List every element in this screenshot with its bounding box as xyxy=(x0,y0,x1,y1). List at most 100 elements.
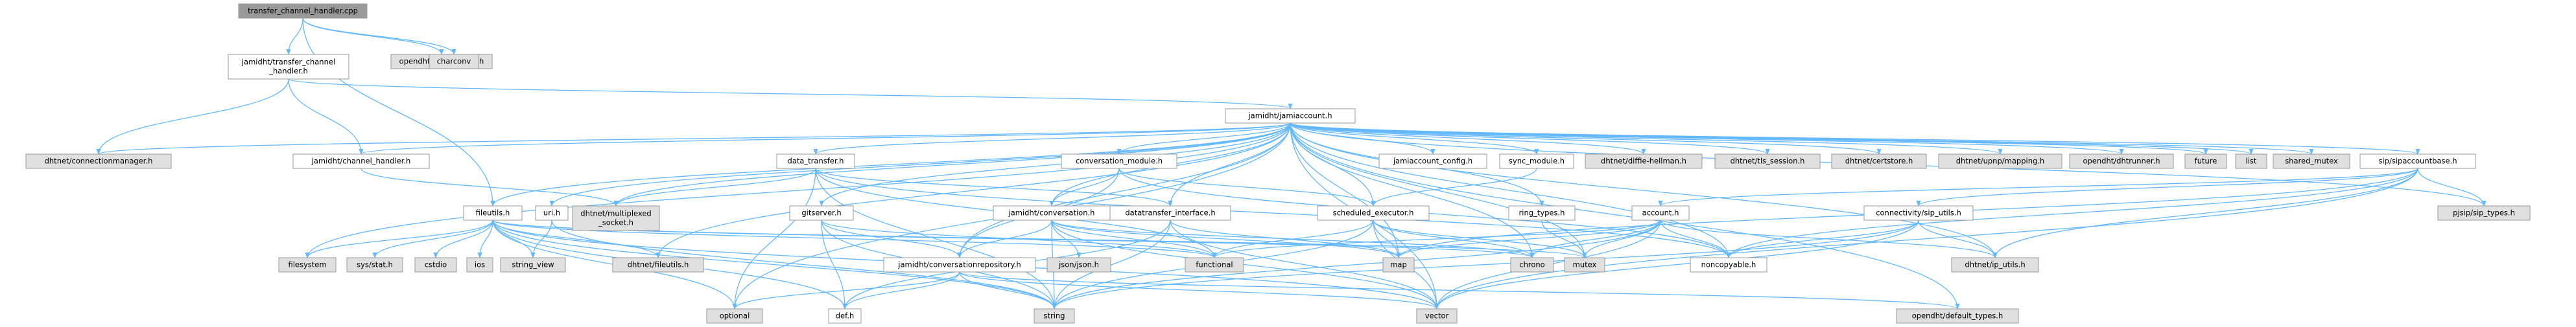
node-dhtnet_fileutils[interactable]: dhtnet/fileutils.h xyxy=(612,257,704,273)
node-label-data_transfer: data_transfer.h xyxy=(788,157,844,166)
node-jamiaccount_config[interactable]: jamiaccount_config.h xyxy=(1378,153,1487,169)
node-def[interactable]: def.h xyxy=(828,308,862,324)
edge-jamiaccount-to-filesystem xyxy=(305,122,1291,258)
node-box-certstore xyxy=(1831,153,1927,169)
node-box-string_view xyxy=(500,257,566,273)
node-label-sipaccountbase: sip/sipaccountbase.h xyxy=(2378,157,2457,166)
node-shared_mutex[interactable]: shared_mutex xyxy=(2273,153,2350,169)
node-tch_h[interactable]: jamidht/transfer_channel_handler.h xyxy=(228,54,349,80)
node-box-connmgr xyxy=(25,153,172,169)
node-box-future xyxy=(2184,153,2227,169)
node-map[interactable]: map xyxy=(1382,257,1415,273)
node-box-jamiaccount xyxy=(1225,108,1356,124)
node-diffie[interactable]: dhtnet/diffie-hellman.h xyxy=(1585,153,1703,169)
node-pjsip_types[interactable]: pjsip/sip_types.h xyxy=(2437,205,2531,221)
edge-jamiaccount-to-chrono xyxy=(1290,122,1535,258)
node-charconv[interactable]: charconv xyxy=(429,54,479,69)
edge-jamiaccount-to-multiplexed xyxy=(613,122,1291,207)
node-gitserver[interactable]: gitserver.h xyxy=(789,205,854,221)
node-label-connectivity: connectivity/sip_utils.h xyxy=(1876,209,1961,218)
node-mutex[interactable]: mutex xyxy=(1564,257,1605,273)
edge-jamiaccount-to-dt_interface xyxy=(1168,122,1291,207)
node-sys_stat[interactable]: sys/stat.h xyxy=(346,257,403,273)
node-upnp[interactable]: dhtnet/upnp/mapping.h xyxy=(1938,153,2062,169)
node-box-sys_stat xyxy=(346,257,403,273)
node-label-fileutils: fileutils.h xyxy=(476,209,510,218)
edge-sipaccountbase-to-noncopyable xyxy=(1726,168,2418,258)
node-label-multiplexed: _socket.h xyxy=(598,218,633,227)
node-conv_module[interactable]: conversation_module.h xyxy=(1061,153,1177,169)
edge-conv_repo-to-optional xyxy=(732,271,960,310)
node-cstdio[interactable]: cstdio xyxy=(414,257,457,273)
node-string_view[interactable]: string_view xyxy=(500,257,566,273)
node-json[interactable]: json/json.h xyxy=(1046,257,1111,273)
node-label-sync_module: sync_module.h xyxy=(1509,157,1565,166)
node-uri[interactable]: uri.h xyxy=(535,205,569,221)
edge-tch_h-to-jamiaccount xyxy=(288,78,1293,109)
node-jamiaccount[interactable]: jamidht/jamiaccount.h xyxy=(1225,108,1356,124)
node-box-diffie xyxy=(1585,153,1703,169)
node-channel_handler[interactable]: jamidht/channel_handler.h xyxy=(292,153,430,169)
edge-root-to-fileutils xyxy=(302,17,495,207)
node-data_transfer[interactable]: data_transfer.h xyxy=(776,153,855,169)
node-future[interactable]: future xyxy=(2184,153,2227,169)
edge-jamiaccount-to-sipaccountbase xyxy=(1290,122,2420,155)
edge-data_transfer-to-multiplexed xyxy=(613,168,816,207)
node-ring_types[interactable]: ring_types.h xyxy=(1508,205,1576,221)
node-filesystem[interactable]: filesystem xyxy=(278,257,337,273)
node-vector[interactable]: vector xyxy=(1416,308,1458,324)
node-default_types[interactable]: opendht/default_types.h xyxy=(1896,308,2019,324)
node-connectivity[interactable]: connectivity/sip_utils.h xyxy=(1863,205,1974,221)
node-conv_repo[interactable]: jamidht/conversationrepository.h xyxy=(883,257,1036,273)
node-label-optional: optional xyxy=(720,311,750,321)
edge-root-to-tch_h xyxy=(286,17,303,55)
node-label-list: list xyxy=(2246,157,2257,166)
node-label-account: account.h xyxy=(1642,209,1679,218)
node-box-conv_module xyxy=(1061,153,1177,169)
edge-jamiaccount-to-connmgr xyxy=(96,122,1291,155)
node-certstore[interactable]: dhtnet/certstore.h xyxy=(1831,153,1927,169)
edge-jamiaccount-to-fileutils xyxy=(490,122,1291,207)
node-label-shared_mutex: shared_mutex xyxy=(2285,157,2338,166)
node-box-upnp xyxy=(1938,153,2062,169)
node-conversation[interactable]: jamidht/conversation.h xyxy=(993,205,1111,221)
node-label-jamiaccount_config: jamiaccount_config.h xyxy=(1393,157,1472,166)
node-connmgr[interactable]: dhtnet/connectionmanager.h xyxy=(25,153,172,169)
node-ios[interactable]: ios xyxy=(466,257,493,273)
node-box-charconv xyxy=(429,54,479,69)
node-noncopyable[interactable]: noncopyable.h xyxy=(1690,257,1767,273)
edge-conversation-to-map xyxy=(1051,220,1401,258)
node-dt_interface[interactable]: datatransfer_interface.h xyxy=(1109,205,1231,221)
edge-jamiaccount-to-mutex xyxy=(1290,122,1587,258)
edge-jamiaccount-to-noncopyable xyxy=(1290,122,1731,258)
node-scheduled_executor[interactable]: scheduled_executor.h xyxy=(1317,205,1430,221)
edge-data_transfer-to-dt_interface xyxy=(815,168,1173,207)
node-dhtrunner[interactable]: opendht/dhtrunner.h xyxy=(2069,153,2174,169)
edge-jamiaccount-to-tls_session xyxy=(1290,122,1770,155)
node-box-map xyxy=(1382,257,1415,273)
node-root[interactable]: transfer_channel_handler.cpp xyxy=(238,3,368,19)
node-functional[interactable]: functional xyxy=(1185,257,1244,273)
edge-conversation-to-vector xyxy=(1051,220,1439,310)
node-ip_utils[interactable]: dhtnet/ip_utils.h xyxy=(1951,257,2039,273)
node-sipaccountbase[interactable]: sip/sipaccountbase.h xyxy=(2359,153,2476,169)
node-box-tls_session xyxy=(1714,153,1821,169)
node-label-conversation: jamidht/conversation.h xyxy=(1008,209,1095,218)
node-fileutils[interactable]: fileutils.h xyxy=(463,205,523,221)
node-sync_module[interactable]: sync_module.h xyxy=(1499,153,1574,169)
node-multiplexed[interactable]: dhtnet/multiplexed_socket.h xyxy=(572,205,660,231)
node-box-connectivity xyxy=(1863,205,1974,221)
node-box-dt_interface xyxy=(1109,205,1231,221)
node-chrono[interactable]: chrono xyxy=(1510,257,1554,273)
node-account[interactable]: account.h xyxy=(1631,205,1690,221)
node-list[interactable]: list xyxy=(2235,153,2267,169)
node-optional[interactable]: optional xyxy=(706,308,763,324)
edge-connectivity-to-vector xyxy=(1434,220,1919,310)
edge-jamiaccount-to-diffie xyxy=(1290,122,1646,155)
node-string[interactable]: string xyxy=(1034,308,1075,324)
node-tls_session[interactable]: dhtnet/tls_session.h xyxy=(1714,153,1821,169)
edge-gitserver-to-def xyxy=(821,220,847,310)
edge-dt_interface-to-vector xyxy=(1170,220,1439,310)
node-box-mutex xyxy=(1564,257,1605,273)
node-label-conv_module: conversation_module.h xyxy=(1076,157,1163,166)
